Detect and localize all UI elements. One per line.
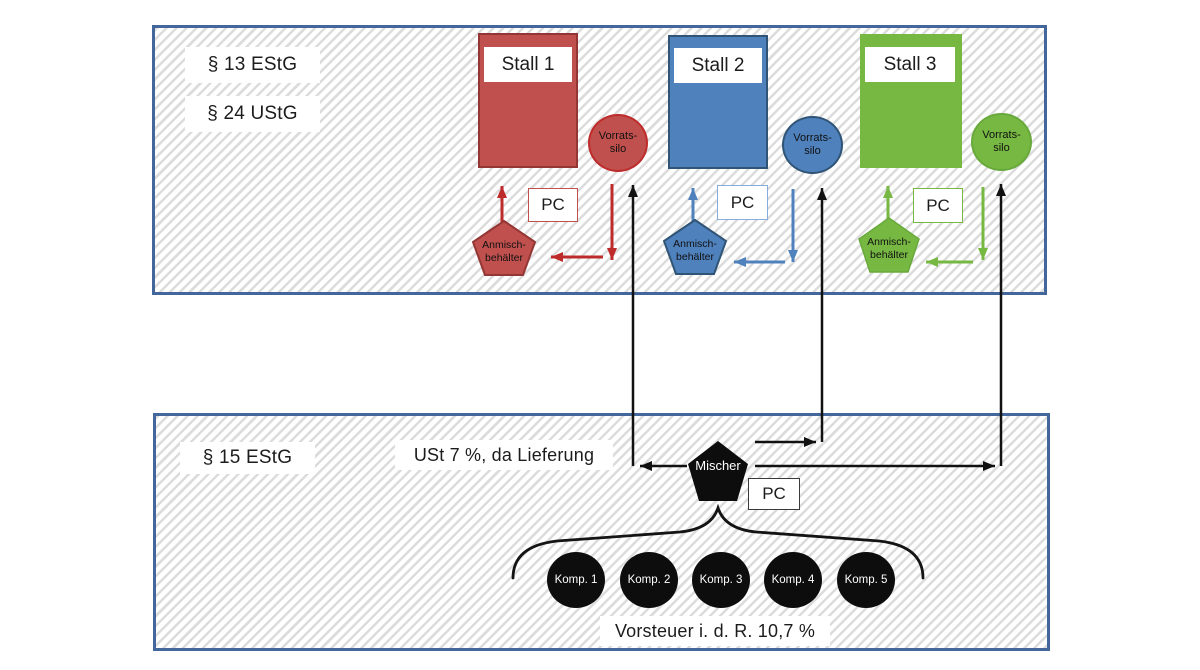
mixtank2-label: Anmisch- behälter	[658, 238, 732, 263]
silo1-label-line1: Vorrats-	[598, 130, 638, 143]
silo1-circle: Vorrats- silo	[588, 114, 648, 172]
silo2-label-line1: Vorrats-	[793, 132, 832, 145]
mixtank3-label-line1: Anmisch-	[867, 236, 911, 248]
component3-circle: Komp. 3	[692, 552, 750, 608]
stall1-title: Stall 1	[484, 47, 572, 82]
stall2-rect: Stall 2	[668, 35, 768, 169]
mixtank1-label-line1: Anmisch-	[482, 239, 526, 251]
mixtank2-label-line1: Anmisch-	[673, 238, 717, 250]
mixtank2-label-line2: behälter	[676, 250, 714, 263]
silo3-circle: Vorrats- silo	[971, 113, 1032, 171]
pc2-box: PC	[717, 185, 768, 220]
stall2-title: Stall 2	[674, 48, 762, 83]
silo2-circle: Vorrats- silo	[782, 116, 843, 174]
law-label-24-ustg: § 24 UStG	[185, 96, 320, 132]
component4-circle: Komp. 4	[764, 552, 822, 608]
silo3-label-line1: Vorrats-	[982, 129, 1021, 142]
mixtank3-label: Anmisch- behälter	[852, 236, 926, 261]
input-tax-note: Vorsteuer i. d. R. 10,7 %	[600, 616, 830, 646]
silo3-label-line2: silo	[993, 142, 1010, 154]
mixtank3-label-line2: behälter	[870, 248, 908, 261]
law-label-15-estg: § 15 EStG	[180, 442, 315, 474]
silo2-label-line2: silo	[804, 145, 821, 157]
stall1-rect: Stall 1	[478, 33, 578, 168]
pc-mischer-box: PC	[748, 478, 800, 510]
mischer-label: Mischer	[695, 458, 741, 473]
vat-note: USt 7 %, da Lieferung	[395, 440, 613, 470]
component5-circle: Komp. 5	[837, 552, 895, 608]
law-label-13-estg: § 13 EStG	[185, 47, 320, 83]
mixtank1-label: Anmisch- behälter	[467, 239, 541, 264]
stall3-rect: Stall 3	[860, 34, 962, 168]
stall3-title: Stall 3	[865, 47, 955, 82]
pc3-box: PC	[913, 188, 963, 223]
mixtank1-label-line2: behälter	[485, 251, 523, 264]
pc1-box: PC	[528, 188, 578, 222]
silo1-label-line2: silo	[609, 143, 627, 155]
component1-circle: Komp. 1	[547, 552, 605, 608]
component2-circle: Komp. 2	[620, 552, 678, 608]
